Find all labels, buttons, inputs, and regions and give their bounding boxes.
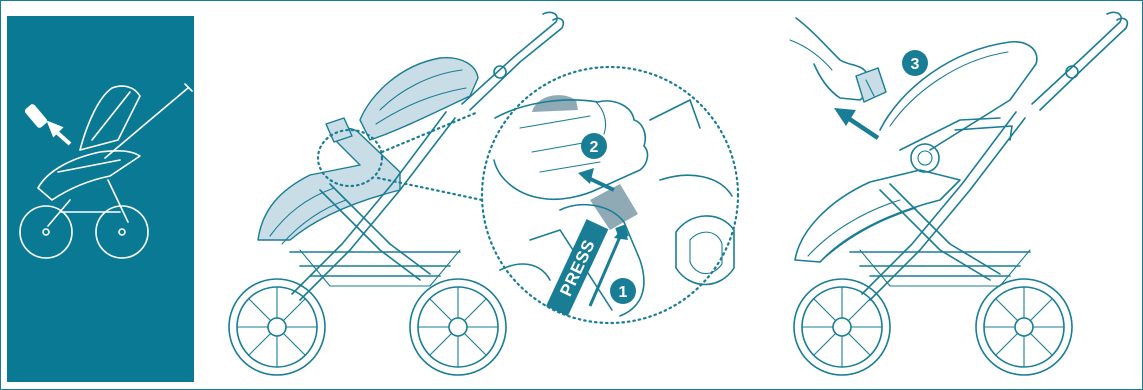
step-badge-2: 2 — [581, 133, 607, 159]
zoom-detail: PRESS 2 1 — [482, 67, 738, 323]
wheel-icon — [794, 279, 890, 375]
svg-text:2: 2 — [590, 139, 599, 156]
stroller-right: 3 — [790, 12, 1127, 375]
step-badge-1: 1 — [610, 278, 636, 304]
overview-panel-bg — [7, 16, 194, 382]
svg-text:3: 3 — [911, 56, 920, 73]
hand-icon — [796, 18, 869, 100]
overview-panel — [7, 16, 194, 382]
removed-part — [856, 68, 886, 102]
wheel-icon — [229, 279, 325, 375]
step-badge-3: 3 — [902, 50, 928, 76]
wheel-icon — [410, 279, 506, 375]
svg-text:1: 1 — [619, 284, 628, 301]
wheel-icon — [976, 279, 1072, 375]
